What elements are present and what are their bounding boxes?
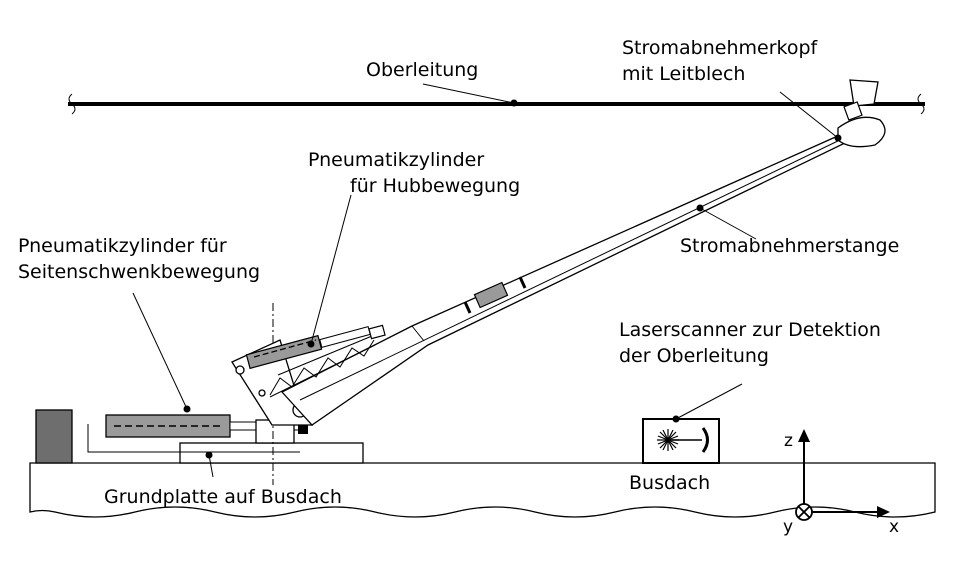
- label-base-plate: Grundplatte auf Busdach: [104, 486, 342, 508]
- label-laser-1: Laserscanner zur Detektion: [619, 319, 881, 341]
- leader-lines: [132, 83, 842, 478]
- coordinate-system: z x y: [783, 429, 899, 537]
- label-pole: Stromabnehmerstange: [680, 235, 899, 257]
- collector-head: [837, 79, 886, 148]
- axis-z-label: z: [784, 431, 793, 451]
- supply-block: [35, 409, 73, 464]
- label-collector-head-2: mit Leitblech: [622, 63, 745, 85]
- label-lift-cylinder-1: Pneumatikzylinder: [308, 149, 484, 171]
- laser-scanner: [642, 418, 720, 464]
- label-laser-2: der Oberleitung: [619, 345, 769, 367]
- lift-cylinder: [245, 324, 386, 370]
- bus-roof: [29, 462, 936, 518]
- label-side-cylinder-2: Seitenschwenkbewegung: [18, 261, 260, 283]
- lift-spring: [269, 335, 376, 398]
- label-collector-head-1: Stromabnehmerkopf: [622, 37, 819, 59]
- label-lift-cylinder-2: für Hubbewegung: [350, 175, 520, 197]
- axis-y-label: y: [783, 517, 793, 537]
- overhead-line: [68, 93, 925, 115]
- label-side-cylinder-1: Pneumatikzylinder für: [18, 235, 227, 257]
- label-overhead-line: Oberleitung: [366, 59, 478, 81]
- label-bus-roof: Busdach: [629, 472, 710, 494]
- axis-x-label: x: [889, 517, 899, 537]
